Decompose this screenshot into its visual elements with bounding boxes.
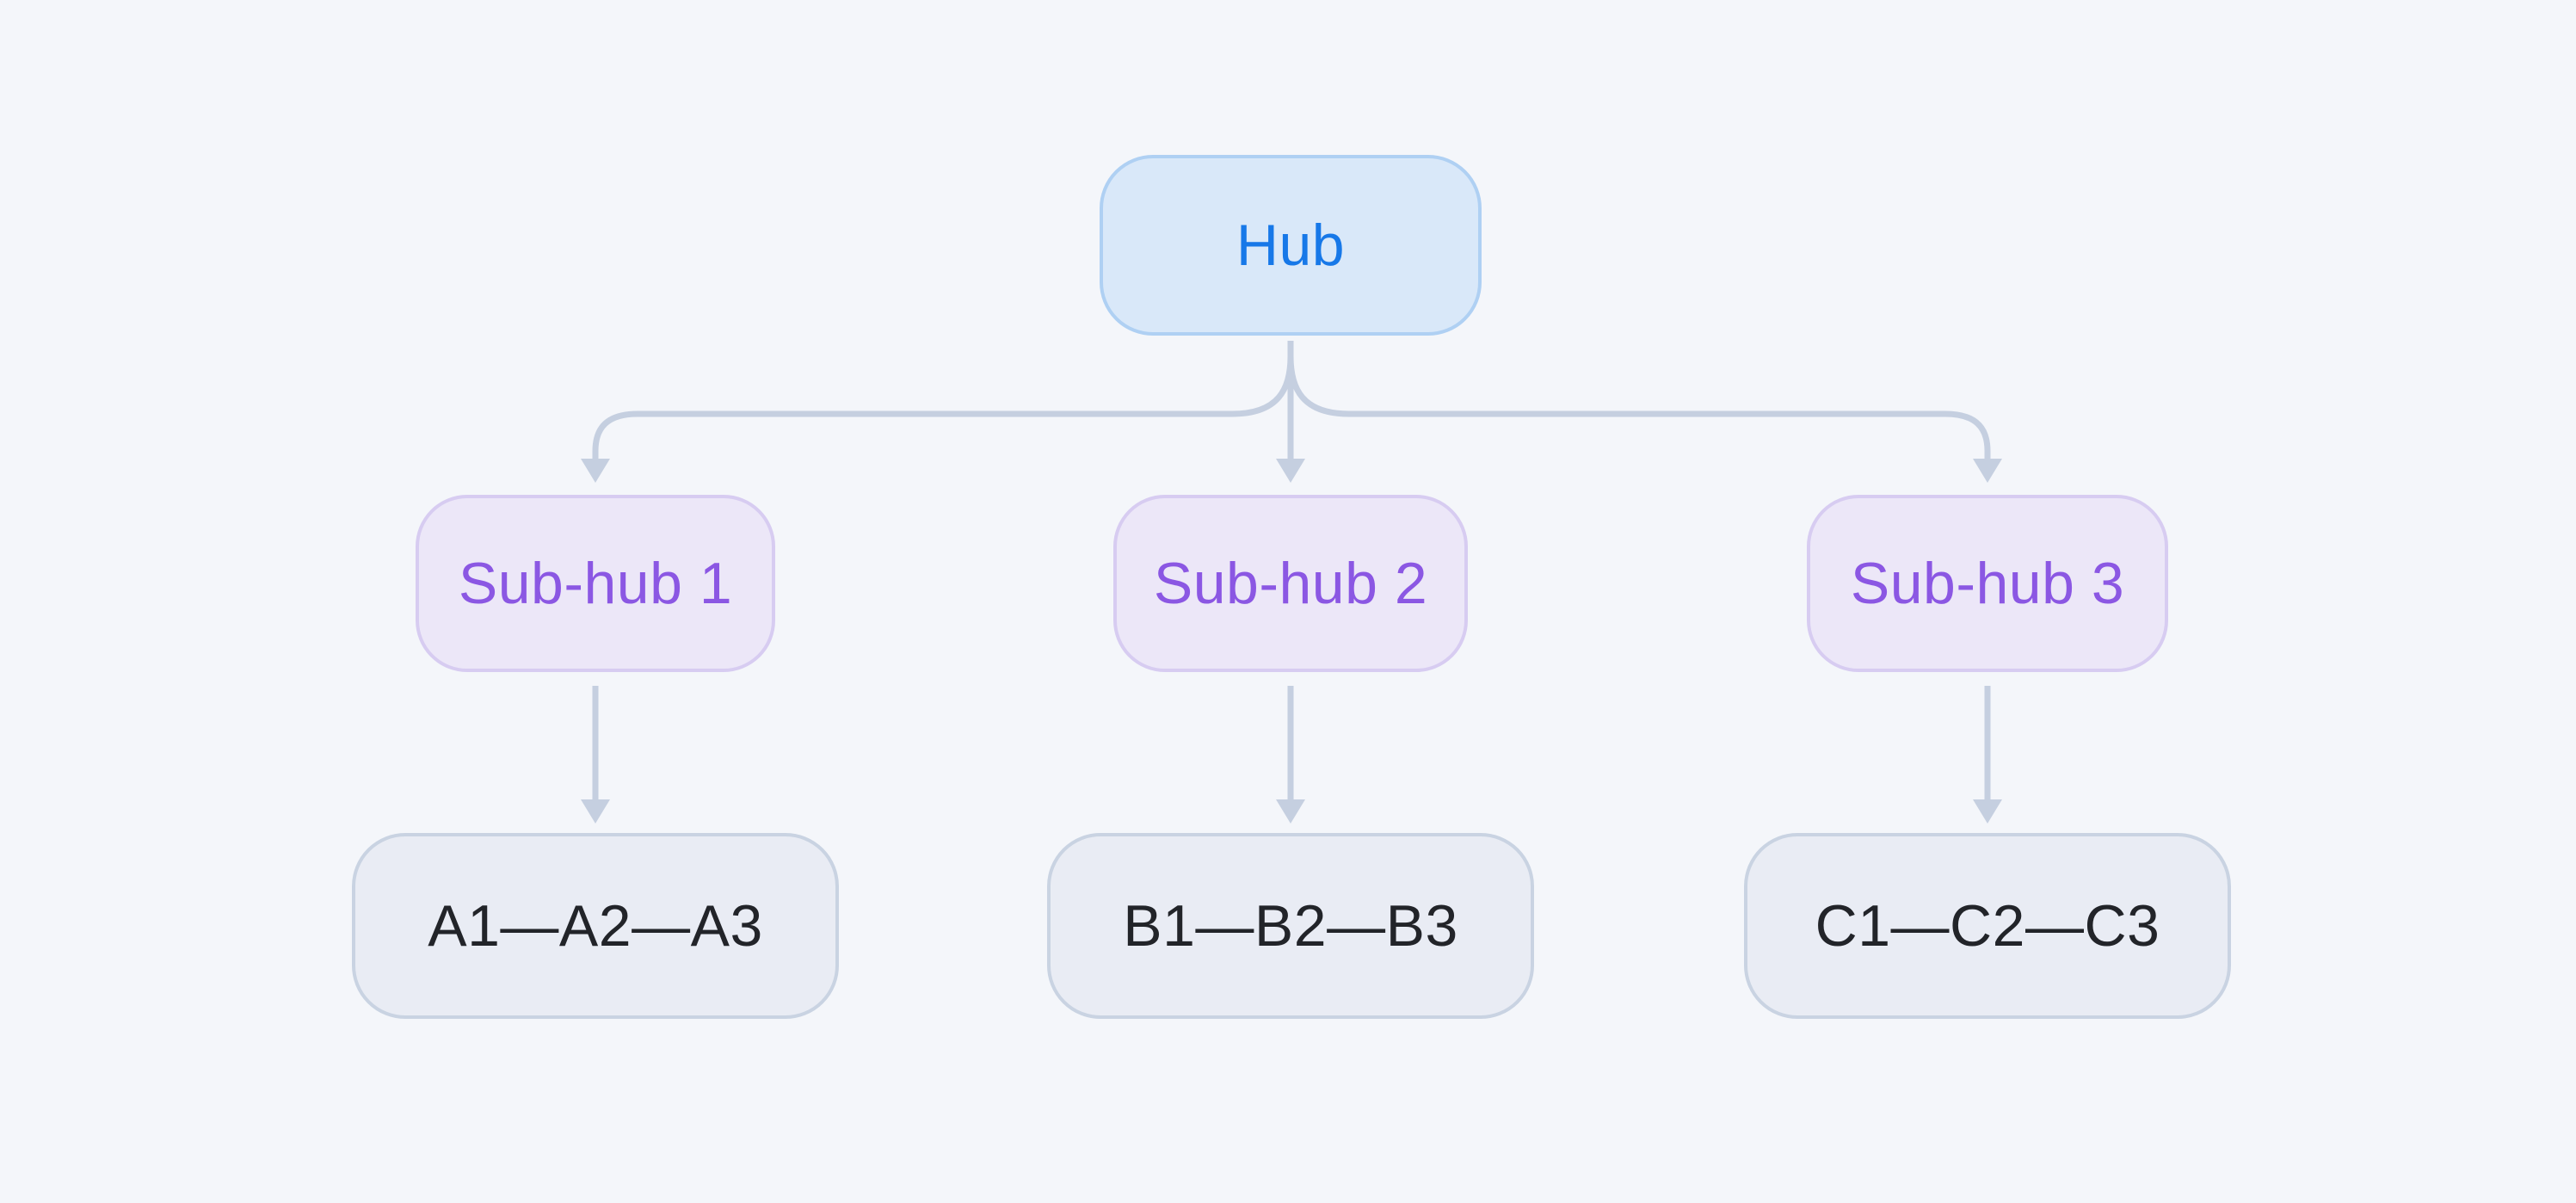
arrowhead-subhub-1 bbox=[581, 459, 610, 483]
leaf-1-node: A1—A2—A3 bbox=[352, 833, 839, 1019]
hub-node: Hub bbox=[1100, 155, 1482, 336]
arrowhead-leaf-2 bbox=[1276, 799, 1305, 824]
subhub-3-node: Sub-hub 3 bbox=[1807, 495, 2168, 672]
arrowhead-subhub-2 bbox=[1276, 459, 1305, 483]
connector-hub-to-subhub-1 bbox=[592, 341, 1294, 460]
arrowhead-subhub-3 bbox=[1973, 459, 2002, 483]
hub-label: Hub bbox=[1236, 213, 1346, 278]
leaf-3-label: C1—C2—C3 bbox=[1815, 893, 2160, 959]
subhub-2-node: Sub-hub 2 bbox=[1113, 495, 1468, 672]
leaf-3-node: C1—C2—C3 bbox=[1744, 833, 2231, 1019]
subhub-3-label: Sub-hub 3 bbox=[1850, 551, 2125, 616]
arrowhead-leaf-3 bbox=[1973, 799, 2002, 824]
leaf-1-label: A1—A2—A3 bbox=[428, 893, 763, 959]
subhub-1-label: Sub-hub 1 bbox=[458, 551, 733, 616]
leaf-2-node: B1—B2—B3 bbox=[1047, 833, 1534, 1019]
arrowhead-leaf-1 bbox=[581, 799, 610, 824]
connector-hub-to-subhub-3 bbox=[1287, 341, 1991, 460]
subhub-2-label: Sub-hub 2 bbox=[1153, 551, 1428, 616]
leaf-2-label: B1—B2—B3 bbox=[1123, 893, 1458, 959]
subhub-1-node: Sub-hub 1 bbox=[416, 495, 775, 672]
